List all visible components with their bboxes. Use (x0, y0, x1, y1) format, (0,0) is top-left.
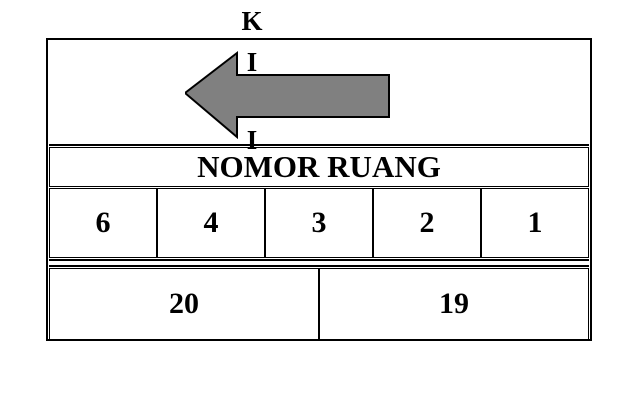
room-cell: 4 (157, 188, 265, 258)
room-cell: 3 (265, 188, 373, 258)
arrow-area (49, 41, 589, 146)
row-divider (49, 259, 589, 267)
direction-letter: K (241, 6, 263, 36)
left-arrow-icon (185, 50, 390, 139)
room-cell: 6 (49, 188, 157, 258)
room-cell: 19 (319, 268, 589, 340)
room-number-header: NOMOR RUANG (49, 147, 589, 187)
room-cell: 1 (481, 188, 589, 258)
room-cell: 2 (373, 188, 481, 258)
room-cell: 20 (49, 268, 319, 340)
direction-letter: I (246, 47, 258, 77)
room-sign-frame: NOMOR RUANG 6 4 3 2 1 20 19 (46, 38, 592, 341)
direction-letter: I (246, 125, 258, 155)
